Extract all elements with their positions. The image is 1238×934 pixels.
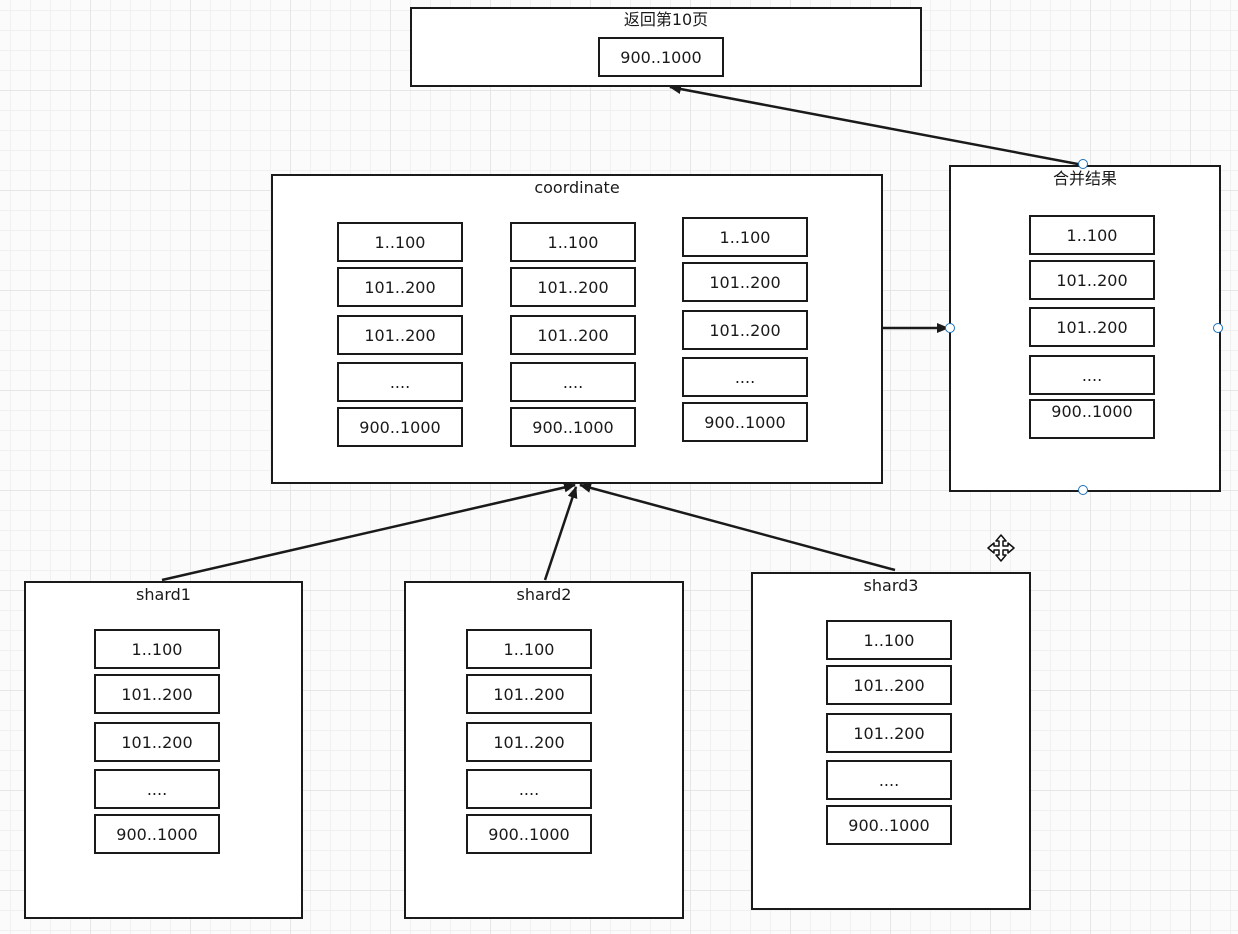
coordinate-col2-cell-4[interactable]: .... — [510, 362, 636, 402]
merge-cell-5[interactable]: 900..1000 — [1029, 399, 1155, 439]
shard1-title: shard1 — [136, 585, 191, 604]
shard1-cell-5[interactable]: 900..1000 — [94, 814, 220, 854]
shard3-cell-5[interactable]: 900..1000 — [826, 805, 952, 845]
shard3-cell-4[interactable]: .... — [826, 760, 952, 800]
coordinate-col1-cell-4[interactable]: .... — [337, 362, 463, 402]
shard3-box[interactable]: shard3 1..100 101..200 101..200 .... 900… — [751, 572, 1031, 910]
merge-cell-1[interactable]: 1..100 — [1029, 215, 1155, 255]
coordinate-col2-cell-2[interactable]: 101..200 — [510, 267, 636, 307]
coordinate-col1-cell-2[interactable]: 101..200 — [337, 267, 463, 307]
coordinate-col3-cell-1[interactable]: 1..100 — [682, 217, 808, 257]
merge-handle-top[interactable] — [1078, 159, 1088, 169]
shard1-box[interactable]: shard1 1..100 101..200 101..200 .... 900… — [24, 581, 303, 919]
merge-result-box[interactable]: 合并结果 1..100 101..200 101..200 .... 900..… — [949, 165, 1221, 492]
merge-cell-4[interactable]: .... — [1029, 355, 1155, 395]
merge-handle-right[interactable] — [1213, 323, 1223, 333]
coordinate-col3-cell-5[interactable]: 900..1000 — [682, 402, 808, 442]
arrow-shard2-to-coordinate — [543, 486, 578, 581]
coordinate-col3-cell-4[interactable]: .... — [682, 357, 808, 397]
shard1-cell-4[interactable]: .... — [94, 769, 220, 809]
shard2-title: shard2 — [516, 585, 572, 604]
result-page-box[interactable]: 返回第10页 900..1000 — [410, 7, 922, 87]
shard1-cell-2[interactable]: 101..200 — [94, 674, 220, 714]
shard2-cell-1[interactable]: 1..100 — [466, 629, 592, 669]
shard2-box[interactable]: shard2 1..100 101..200 101..200 .... 900… — [404, 581, 684, 919]
coordinate-col2-cell-1[interactable]: 1..100 — [510, 222, 636, 262]
arrow-shard1-to-coordinate — [161, 482, 576, 582]
shard3-cell-3[interactable]: 101..200 — [826, 713, 952, 753]
coordinate-box[interactable]: coordinate 1..100 101..200 101..200 ....… — [271, 174, 883, 484]
coordinate-col3-cell-3[interactable]: 101..200 — [682, 310, 808, 350]
coordinate-col1-cell-1[interactable]: 1..100 — [337, 222, 463, 262]
arrow-shard3-to-coordinate — [579, 483, 896, 572]
merge-result-title: 合并结果 — [1052, 169, 1117, 188]
merge-handle-bottom[interactable] — [1078, 485, 1088, 495]
shard2-cell-3[interactable]: 101..200 — [466, 722, 592, 762]
merge-handle-left[interactable] — [945, 323, 955, 333]
arrow-merge-to-result — [669, 84, 1084, 167]
shard3-cell-2[interactable]: 101..200 — [826, 665, 952, 705]
coordinate-col1-cell-5[interactable]: 900..1000 — [337, 407, 463, 447]
merge-cell-3[interactable]: 101..200 — [1029, 307, 1155, 347]
shard2-cell-5[interactable]: 900..1000 — [466, 814, 592, 854]
coordinate-col2-cell-5[interactable]: 900..1000 — [510, 407, 636, 447]
merge-cell-2[interactable]: 101..200 — [1029, 260, 1155, 300]
shard2-cell-4[interactable]: .... — [466, 769, 592, 809]
coordinate-col3-cell-2[interactable]: 101..200 — [682, 262, 808, 302]
coordinate-col2-cell-3[interactable]: 101..200 — [510, 315, 636, 355]
coordinate-col1-cell-3[interactable]: 101..200 — [337, 315, 463, 355]
result-page-title: 返回第10页 — [623, 10, 709, 29]
result-page-value-cell[interactable]: 900..1000 — [598, 37, 724, 77]
shard3-cell-1[interactable]: 1..100 — [826, 620, 952, 660]
shard3-title: shard3 — [863, 576, 919, 595]
shard1-cell-3[interactable]: 101..200 — [94, 722, 220, 762]
shard1-cell-1[interactable]: 1..100 — [94, 629, 220, 669]
shard2-cell-2[interactable]: 101..200 — [466, 674, 592, 714]
move-cursor-icon — [987, 534, 1015, 562]
coordinate-title: coordinate — [534, 178, 620, 197]
